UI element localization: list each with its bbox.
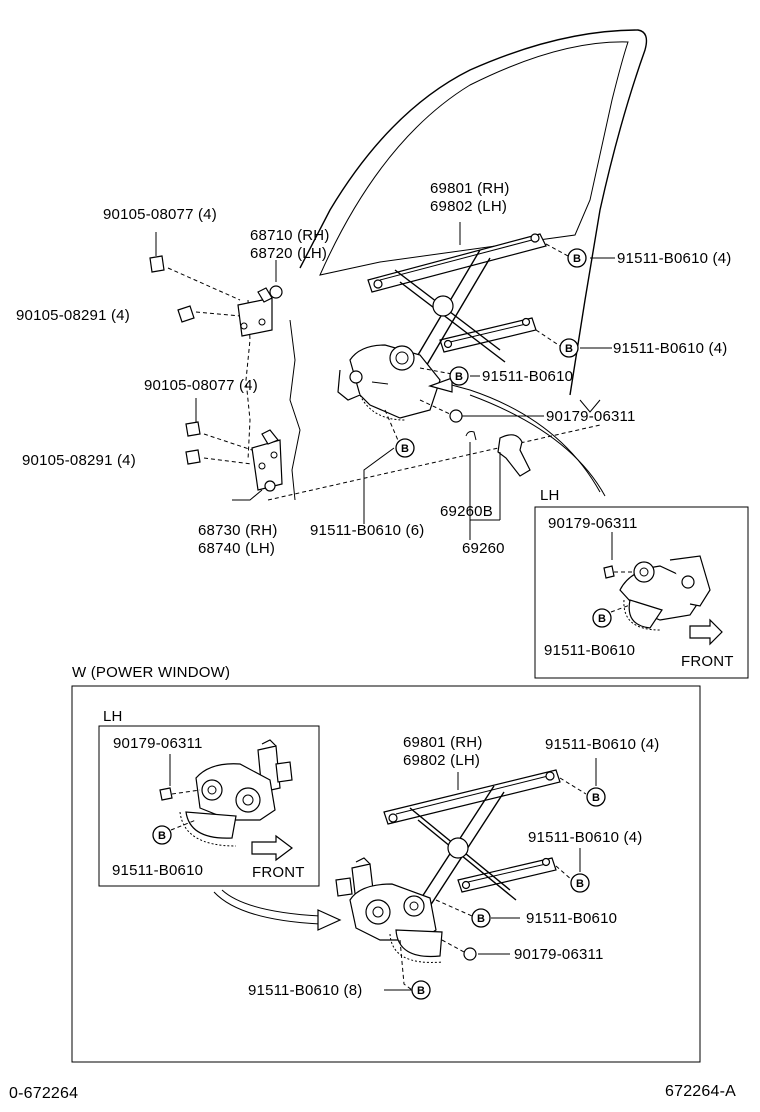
- label-hinge-68720-lh: 68720 (LH): [250, 245, 328, 262]
- label-bolt-90105-08291-lower: 90105-08291 (4): [22, 452, 136, 469]
- b-marker-letter: B: [455, 371, 463, 383]
- label-hinge-68730-rh: 68730 (RH): [198, 522, 278, 539]
- lh-inset-box: [534, 506, 749, 679]
- b-marker-letter: B: [565, 343, 573, 355]
- pw-regulator-69802-lh: 69802 (LH): [403, 752, 481, 769]
- b-marker-letter: B: [598, 613, 606, 625]
- pw-bolt-91511-b0610-c: 91511-B0610: [526, 910, 618, 927]
- label-hinge-68710-rh: 68710 (RH): [250, 227, 330, 244]
- label-bolt-91511-b0610-b: 91511-B0610 (4): [613, 340, 728, 357]
- label-bolt-91511-b0610-d: 91511-B0610 (6): [310, 522, 425, 539]
- pw-lh-inset-bolt: 91511-B0610: [112, 862, 204, 879]
- footer-right-code: 672264-A: [665, 1083, 736, 1100]
- label-bolt-91511-b0610-c: 91511-B0610: [482, 368, 574, 385]
- b-marker-letter: B: [417, 985, 425, 997]
- lh-inset-title: LH: [540, 487, 560, 504]
- label-bolt-91511-b0610-a: 91511-B0610 (4): [617, 250, 732, 267]
- pw-bolt-91511-b0610-a: 91511-B0610 (4): [545, 736, 660, 753]
- label-hinge-68740-lh: 68740 (LH): [198, 540, 276, 557]
- leader-lines-main: [363, 222, 615, 540]
- pw-bolt-91511-b0610-d: 91511-B0610 (8): [248, 982, 363, 999]
- power-window-title: W (POWER WINDOW): [72, 664, 231, 681]
- b-marker-letter: B: [573, 253, 581, 265]
- b-marker-letters: B B B B B B B B B B: [158, 253, 606, 997]
- label-bolt-90105-08077-lower: 90105-08077 (4): [144, 377, 258, 394]
- power-window-box: [71, 685, 701, 1063]
- pw-lh-inset-front: FRONT: [252, 864, 305, 881]
- b-marker-letter: B: [576, 878, 584, 890]
- b-marker-letter: B: [158, 830, 166, 842]
- label-regulator-69801-rh: 69801 (RH): [430, 180, 510, 197]
- pw-nut-90179-06311: 90179-06311: [514, 946, 604, 963]
- lh-inset-front: FRONT: [681, 653, 734, 670]
- b-marker-letter: B: [592, 792, 600, 804]
- pw-lh-inset-nut: 90179-06311: [113, 735, 203, 752]
- lh-inset-nut: 90179-06311: [548, 515, 638, 532]
- footer-left-code: 0-672264: [9, 1085, 79, 1102]
- label-handle-69260: 69260: [462, 540, 505, 557]
- lower-hinge: [203, 429, 283, 501]
- pw-bolt-91511-b0610-b: 91511-B0610 (4): [528, 829, 643, 846]
- label-bolt-90105-08291-upper: 90105-08291 (4): [16, 307, 130, 324]
- manual-regulator: [337, 233, 606, 497]
- bolt-icons: [149, 232, 201, 465]
- door-glass-outline: [245, 29, 648, 501]
- pw-regulator-69801-rh: 69801 (RH): [403, 734, 483, 751]
- lh-inset-bolt: 91511-B0610: [544, 642, 636, 659]
- label-bolt-90105-08077-upper: 90105-08077 (4): [103, 206, 217, 223]
- pw-lh-inset-title: LH: [103, 708, 123, 725]
- b-markers-main: [395, 248, 587, 458]
- label-handle-69260b: 69260B: [440, 503, 493, 520]
- upper-hinge: [167, 260, 283, 337]
- label-regulator-69802-lh: 69802 (LH): [430, 198, 508, 215]
- b-marker-letter: B: [477, 913, 485, 925]
- b-marker-letter: B: [401, 443, 409, 455]
- label-nut-90179-06311: 90179-06311: [546, 408, 636, 425]
